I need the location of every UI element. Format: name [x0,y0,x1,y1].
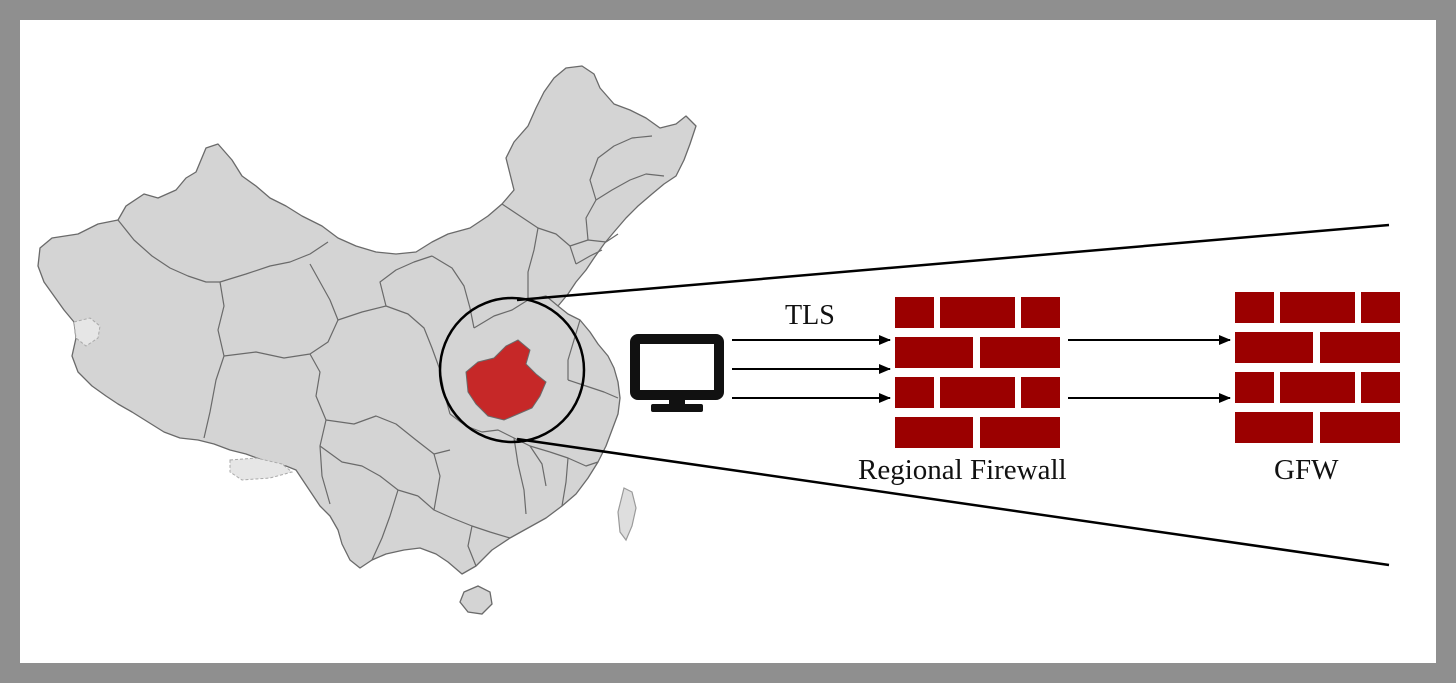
disputed-area-west [73,317,101,347]
projection-line-bottom-inner [516,437,1390,567]
china-mainland [37,65,697,575]
disputed-area-south [229,457,294,481]
province-borders [117,135,665,567]
zoom-circle [438,296,586,444]
arrows-client-to-regional [732,335,891,403]
china-map [37,65,697,615]
gfw-label: GFW [1274,454,1339,486]
hainan-island [459,585,493,615]
monitor-icon [630,334,724,412]
taiwan-island [617,487,637,542]
projection-line-top-inner [516,223,1390,302]
diagram-frame: TLS Regional Firewall GFW [20,20,1436,663]
firewall-diagram [37,65,1400,615]
zoom-projection [438,223,1390,567]
arrows-regional-to-gfw [1068,335,1231,403]
regional-firewall-label: Regional Firewall [858,454,1067,486]
gfw-icon [1235,292,1400,443]
regional-firewall-icon [895,297,1060,448]
tls-label: TLS [785,300,835,331]
henan-province-highlight [465,339,547,421]
